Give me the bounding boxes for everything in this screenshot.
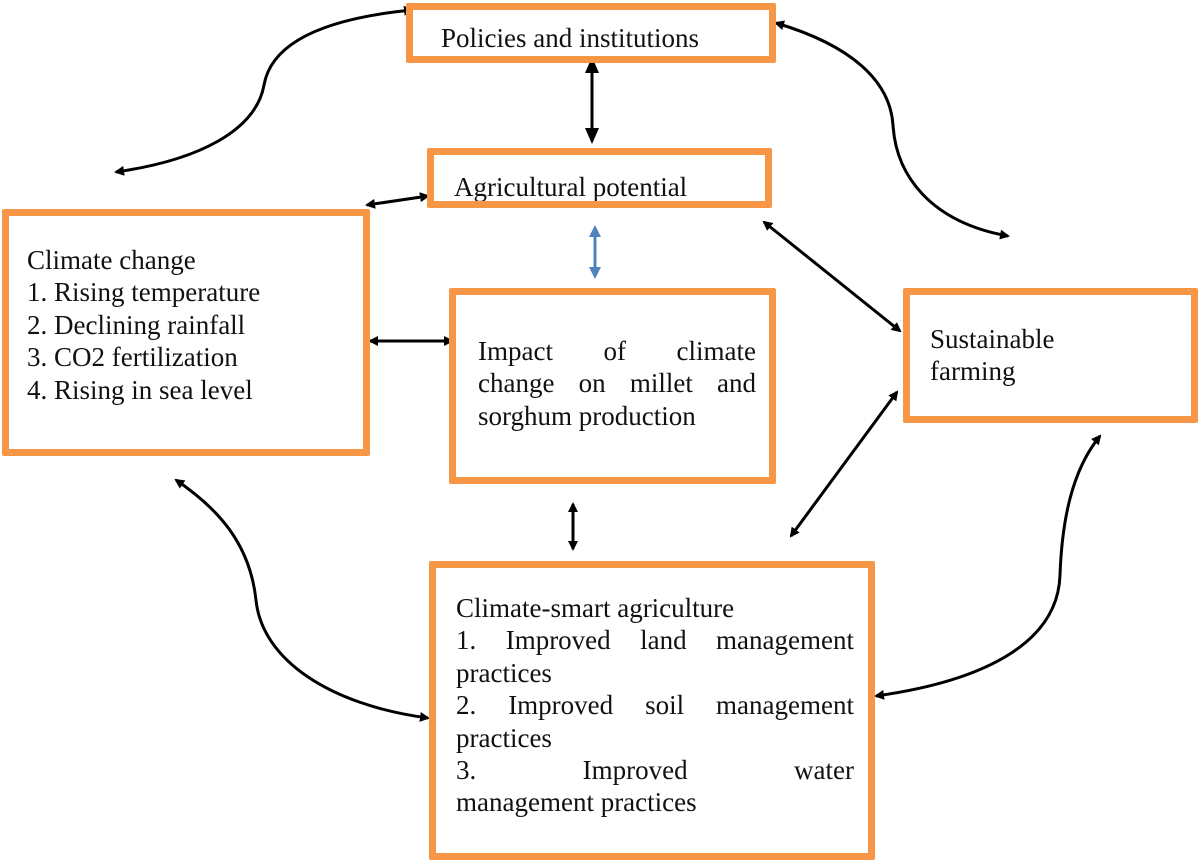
curve-climate-csa xyxy=(174,478,430,722)
node-line: management practices xyxy=(456,787,697,818)
curve-sustainable-csa xyxy=(874,434,1102,700)
arrow-csa-sustainable xyxy=(789,390,899,538)
node-sustainable-farming: Sustainable farming xyxy=(903,288,1198,423)
node-item: 3. CO2 fertilization xyxy=(27,342,238,373)
node-line: change on millet and xyxy=(478,368,756,399)
node-line: sorghum production xyxy=(478,400,696,431)
node-climate-smart-agriculture: Climate-smart agriculture 1. Improved la… xyxy=(429,561,875,860)
node-title: Climate-smart agriculture xyxy=(456,593,735,623)
node-line: 3. Improved water xyxy=(456,754,854,785)
node-line: farming xyxy=(930,356,1016,387)
node-item: 4. Rising in sea level xyxy=(27,374,253,405)
node-title: Climate change xyxy=(27,245,196,275)
node-line: practices xyxy=(456,657,552,688)
curve-policies-left xyxy=(114,5,414,176)
node-label: Policies and institutions xyxy=(441,23,700,53)
node-climate-change: Climate change 1. Rising temperature 2. … xyxy=(2,209,370,456)
node-line: 2. Improved soil management xyxy=(456,690,854,721)
node-label: Agricultural potential xyxy=(454,172,688,202)
arrow-climate-agri xyxy=(365,192,430,209)
node-line: Impact of climate xyxy=(478,336,756,366)
node-line: Sustainable xyxy=(930,324,1055,354)
node-line: practices xyxy=(456,722,552,753)
node-line: 1. Improved land management xyxy=(456,625,854,656)
node-item: 2. Declining rainfall xyxy=(27,309,246,340)
node-item: 1. Rising temperature xyxy=(27,277,261,308)
node-agricultural-potential: Agricultural potential xyxy=(427,148,772,208)
node-policies-institutions: Policies and institutions xyxy=(406,3,776,63)
node-impact-climate-change: Impact of climate change on millet and s… xyxy=(449,288,776,484)
arrow-agri-sustainable xyxy=(762,220,902,333)
curve-policies-right xyxy=(774,20,1010,240)
